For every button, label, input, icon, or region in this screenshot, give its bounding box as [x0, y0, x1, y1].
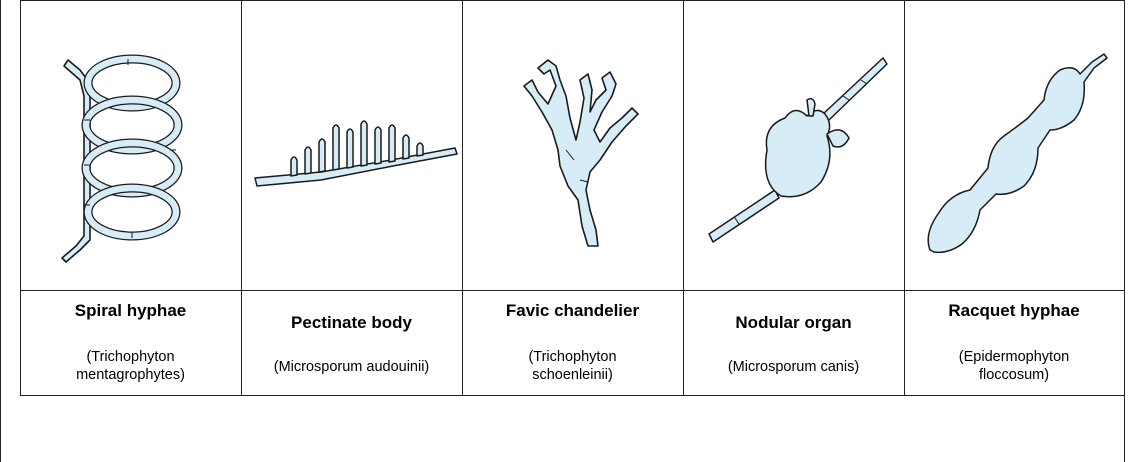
pectinate-body-drawing	[241, 0, 462, 290]
nodular-organ-drawing	[683, 0, 904, 290]
hyphae-table: Spiral hyphae (Trichophyton mentagrophyt…	[20, 0, 1125, 396]
nodular-organ-cell: Nodular organ (Microsporum canis)	[683, 291, 904, 396]
racquet-hyphae-drawing	[904, 0, 1124, 290]
species-name: (Trichophyton	[20, 349, 241, 366]
pectinate-body-cell: Pectinate body (Microsporum audouinii)	[241, 291, 462, 396]
favic-chandelier-drawing	[462, 0, 683, 290]
table-border-right	[1124, 0, 1125, 396]
structure-name: Spiral hyphae	[20, 301, 241, 321]
species-name: schoenleinii)	[462, 367, 683, 384]
structure-name: Nodular organ	[683, 313, 904, 333]
spiral-hyphae-drawing	[20, 0, 241, 290]
structure-name: Favic chandelier	[462, 301, 683, 321]
species-name: (Microsporum audouinii)	[241, 359, 462, 376]
species-name: (Trichophyton	[462, 349, 683, 366]
favic-chandelier-cell: Favic chandelier (Trichophyton schoenlei…	[462, 291, 683, 396]
species-name: mentagrophytes)	[20, 367, 241, 384]
species-name: (Microsporum canis)	[683, 359, 904, 376]
racquet-hyphae-cell: Racquet hyphae (Epidermophyton floccosum…	[904, 291, 1124, 396]
spiral-hyphae-cell: Spiral hyphae (Trichophyton mentagrophyt…	[20, 291, 241, 396]
species-name: floccosum)	[904, 367, 1124, 384]
structure-name: Pectinate body	[241, 313, 462, 333]
structure-name: Racquet hyphae	[904, 301, 1124, 321]
species-name: (Epidermophyton	[904, 349, 1124, 366]
